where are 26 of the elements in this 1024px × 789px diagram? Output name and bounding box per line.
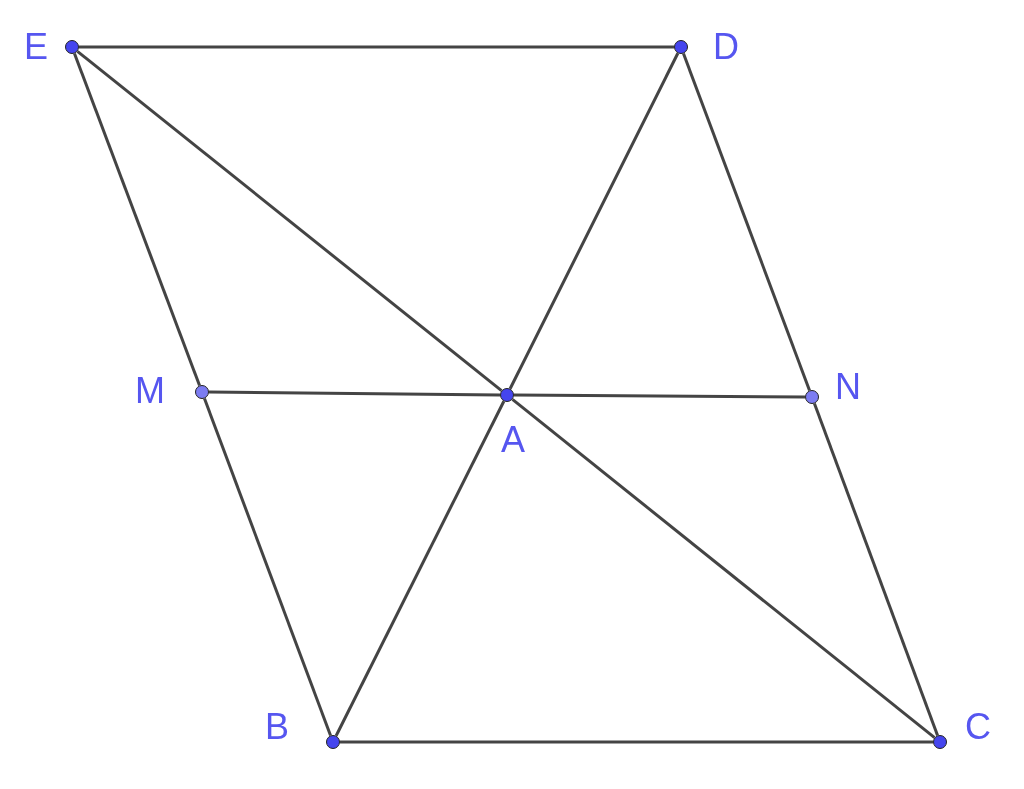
line-segment (79, 45, 674, 49)
line-segment (73, 53, 201, 386)
line-segment (203, 398, 332, 736)
point-dot (326, 735, 340, 749)
line-segment (209, 390, 500, 397)
point-label: M (135, 373, 165, 409)
line-segment (514, 393, 805, 399)
line-segment (508, 52, 680, 390)
line-segment (76, 50, 503, 392)
point-dot (805, 390, 819, 404)
point-label: B (265, 709, 289, 745)
point-dot (500, 388, 514, 402)
point-label: N (835, 369, 861, 405)
line-segment (511, 398, 936, 739)
point-dot (195, 385, 209, 399)
line-segment (334, 400, 506, 737)
point-dot (65, 40, 79, 54)
line-segment (682, 53, 811, 391)
line-segment (813, 403, 939, 736)
point-label: C (965, 709, 991, 745)
point-dot (674, 40, 688, 54)
point-label: A (501, 422, 525, 458)
point-dot (933, 735, 947, 749)
point-label: D (713, 29, 739, 65)
point-label: E (24, 29, 48, 65)
line-segment (340, 740, 933, 744)
